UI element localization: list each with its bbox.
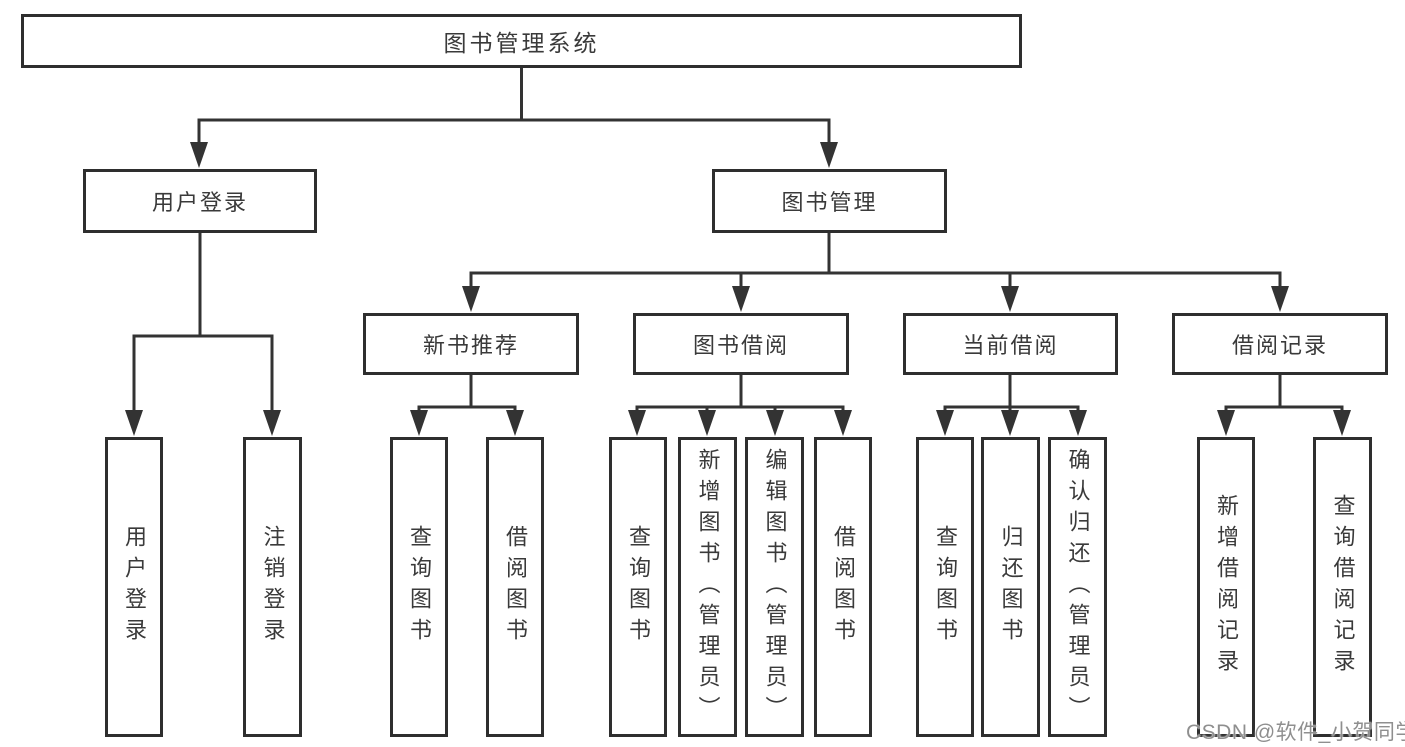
arrowhead xyxy=(263,410,281,436)
leaf-query-books-current: 查询图书 xyxy=(916,437,974,737)
leaf-borrow-books-recommend-label: 借阅图书 xyxy=(503,525,528,649)
node-borrow-records: 借阅记录 xyxy=(1172,313,1388,375)
leaf-borrow-books-recommend: 借阅图书 xyxy=(486,437,544,737)
leaf-add-book-admin: 新增图书（管理员） xyxy=(678,437,737,737)
leaf-query-borrow-record-label: 查询借阅记录 xyxy=(1330,494,1356,680)
leaf-borrow-books: 借阅图书 xyxy=(814,437,872,737)
arrowhead xyxy=(698,410,716,436)
node-borrow-records-label: 借阅记录 xyxy=(1231,333,1328,358)
arrowhead xyxy=(1217,410,1235,436)
leaf-query-books-recommend: 查询图书 xyxy=(390,437,448,737)
leaf-confirm-return-admin-label: 确认归还（管理员） xyxy=(1065,447,1091,727)
arrowhead xyxy=(1271,286,1289,312)
leaf-confirm-return-admin: 确认归还（管理员） xyxy=(1048,437,1107,737)
arrowhead xyxy=(834,410,852,436)
watermark: CSDN @软件_小贺同学 xyxy=(1186,721,1405,744)
leaf-borrow-books-label: 借阅图书 xyxy=(831,525,856,649)
leaf-return-books-label: 归还图书 xyxy=(998,525,1024,649)
arrowhead xyxy=(628,410,646,436)
leaf-add-borrow-record-label: 新增借阅记录 xyxy=(1214,494,1239,680)
leaf-return-books: 归还图书 xyxy=(981,437,1040,737)
arrowhead xyxy=(766,410,784,436)
node-user-login-label: 用户登录 xyxy=(151,190,248,215)
leaf-edit-book-admin: 编辑图书（管理员） xyxy=(745,437,804,737)
node-book-management-label: 图书管理 xyxy=(781,190,878,215)
arrowhead xyxy=(410,410,428,436)
node-root-label: 图书管理系统 xyxy=(443,30,600,56)
leaf-query-books-borrow: 查询图书 xyxy=(609,437,667,737)
node-book-management: 图书管理 xyxy=(712,169,947,233)
leaf-query-books-recommend-label: 查询图书 xyxy=(407,525,432,649)
node-root: 图书管理系统 xyxy=(21,14,1022,68)
arrowhead xyxy=(820,142,838,168)
leaf-add-borrow-record: 新增借阅记录 xyxy=(1197,437,1255,737)
node-current-borrow-label: 当前借阅 xyxy=(962,333,1059,358)
leaf-logout-label: 注销登录 xyxy=(260,525,286,649)
arrowhead xyxy=(1333,410,1351,436)
node-current-borrow: 当前借阅 xyxy=(903,313,1118,375)
arrowhead xyxy=(1001,286,1019,312)
node-book-borrow-label: 图书借阅 xyxy=(692,333,789,358)
arrowhead xyxy=(1069,410,1087,436)
leaf-query-borrow-record: 查询借阅记录 xyxy=(1313,437,1372,737)
arrowhead xyxy=(732,286,750,312)
leaf-user-login: 用户登录 xyxy=(105,437,163,737)
node-new-book-recommend-label: 新书推荐 xyxy=(422,333,519,358)
node-user-login: 用户登录 xyxy=(83,169,317,233)
arrowhead xyxy=(190,142,208,168)
arrowhead xyxy=(506,410,524,436)
arrowhead xyxy=(125,410,143,436)
arrowhead xyxy=(462,286,480,312)
arrowhead xyxy=(1001,410,1019,436)
leaf-user-login-label: 用户登录 xyxy=(122,525,147,649)
node-book-borrow: 图书借阅 xyxy=(633,313,849,375)
leaf-logout: 注销登录 xyxy=(243,437,302,737)
arrowhead xyxy=(936,410,954,436)
leaf-query-books-current-label: 查询图书 xyxy=(933,525,958,649)
leaf-add-book-admin-label: 新增图书（管理员） xyxy=(695,447,721,727)
leaf-query-books-borrow-label: 查询图书 xyxy=(626,525,651,649)
node-new-book-recommend: 新书推荐 xyxy=(363,313,579,375)
leaf-edit-book-admin-label: 编辑图书（管理员） xyxy=(762,447,788,727)
